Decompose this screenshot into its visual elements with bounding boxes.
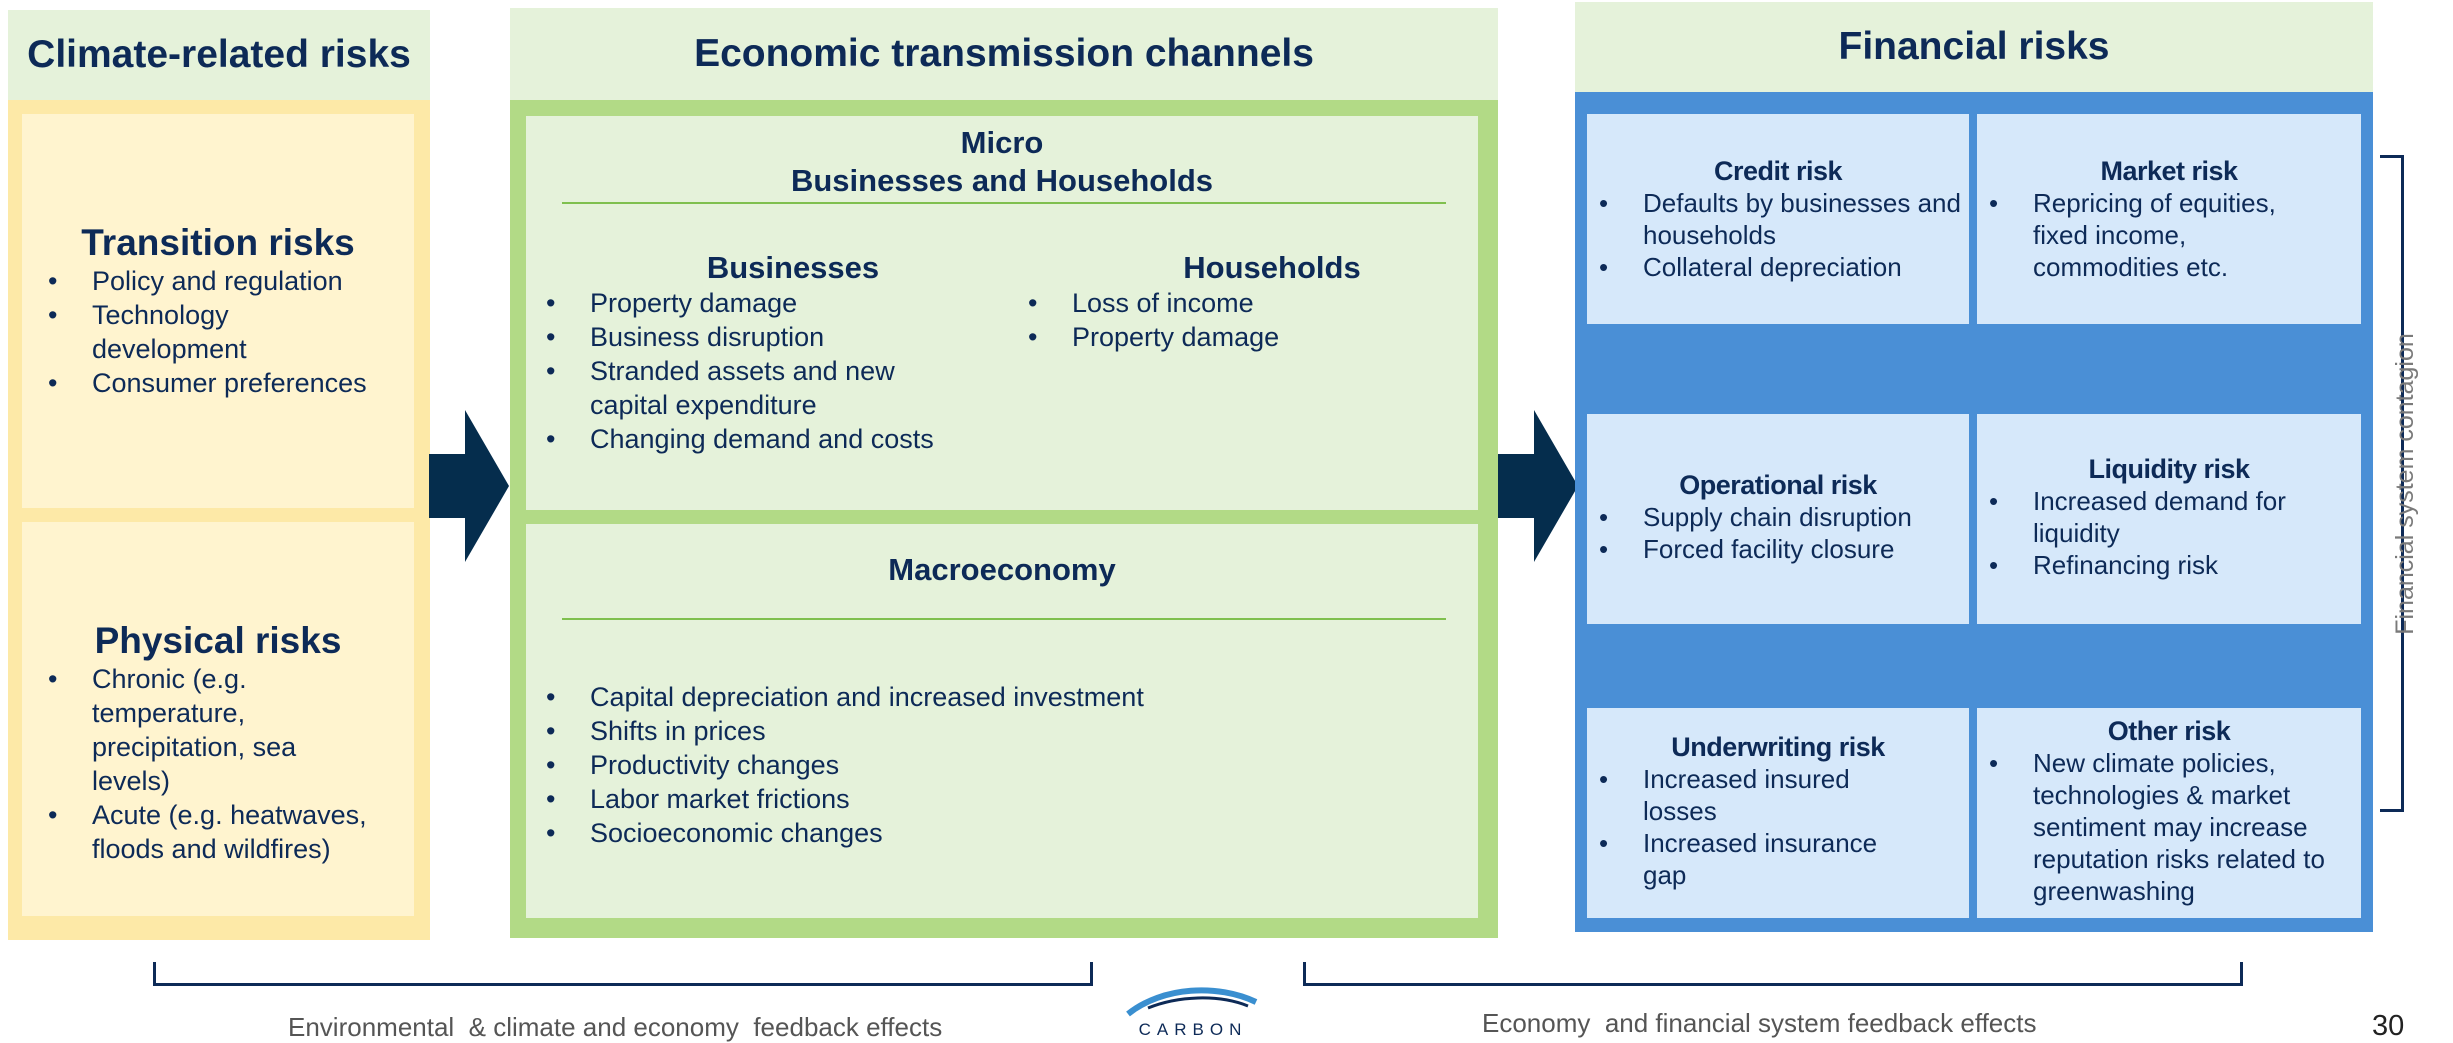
financial-risks-header: Financial risks xyxy=(1575,2,2373,92)
transition-risks-title: Transition risks xyxy=(81,222,355,263)
underwriting-risk-title: Underwriting risk xyxy=(1671,732,1885,762)
households-title: Households xyxy=(1183,250,1361,285)
list-item: Defaults by businesses and households xyxy=(1593,187,1963,251)
right-feedback-bracket xyxy=(1303,962,2243,986)
contagion-label: Financial system contagion xyxy=(2391,333,2419,635)
left-feedback-label: Environmental & climate and economy feed… xyxy=(288,1012,943,1042)
operational-risk-cell: Operational risk Supply chain disruption… xyxy=(1587,414,1969,624)
macroeconomy-box: Macroeconomy Capital depreciation and in… xyxy=(526,524,1478,918)
list-item: Increased insurance gap xyxy=(1593,827,1913,891)
macroeconomy-divider xyxy=(562,618,1446,620)
other-risk-title: Other risk xyxy=(2107,716,2231,746)
page-number: 30 xyxy=(2372,1010,2405,1042)
list-item: Changing demand and costs xyxy=(540,422,980,456)
transition-risks-list: Policy and regulation Technology develop… xyxy=(42,264,402,400)
list-item: Supply chain disruption xyxy=(1593,501,1963,533)
list-item: Increased insured losses xyxy=(1593,763,1903,827)
businesses-group: Businesses Property damage Business disr… xyxy=(540,250,1010,456)
micro-title-line1: Micro xyxy=(960,125,1044,160)
list-item: Socioeconomic changes xyxy=(540,816,1440,850)
micro-title-line2: Businesses and Households xyxy=(790,163,1214,198)
list-item: Technology development xyxy=(42,298,262,366)
households-list: Loss of income Property damage xyxy=(1022,286,1442,354)
households-group: Households Loss of income Property damag… xyxy=(1022,250,1442,354)
other-risk-cell: Other risk New climate policies, technol… xyxy=(1977,708,2361,918)
macroeconomy-list: Capital depreciation and increased inves… xyxy=(540,680,1440,850)
list-item: Forced facility closure xyxy=(1593,533,1963,565)
liquidity-risk-title: Liquidity risk xyxy=(2088,454,2250,484)
micro-title: Micro Businesses and Households xyxy=(526,124,1478,200)
list-item: Consumer preferences xyxy=(42,366,402,400)
logo-wave-icon xyxy=(1126,987,1258,1017)
credit-risk-cell: Credit risk Defaults by businesses and h… xyxy=(1587,114,1969,324)
list-item: Business disruption xyxy=(540,320,980,354)
list-item: Collateral depreciation xyxy=(1593,251,1963,283)
list-item: Productivity changes xyxy=(540,748,1440,782)
credit-risk-list: Defaults by businesses and households Co… xyxy=(1593,187,1963,283)
underwriting-risk-cell: Underwriting risk Increased insured loss… xyxy=(1587,708,1969,918)
list-item: Shifts in prices xyxy=(540,714,1440,748)
operational-risk-title: Operational risk xyxy=(1679,470,1877,500)
left-feedback-bracket xyxy=(153,962,1093,986)
businesses-list: Property damage Business disruption Stra… xyxy=(540,286,980,456)
list-item: Refinancing risk xyxy=(1983,549,2353,581)
transition-risks-box: Transition risks Policy and regulation T… xyxy=(22,114,414,508)
list-item: Property damage xyxy=(1022,320,1442,354)
list-item: Capital depreciation and increased inves… xyxy=(540,680,1440,714)
transmission-header: Economic transmission channels xyxy=(510,8,1498,100)
list-item: Repricing of equities, fixed income, com… xyxy=(1983,187,2283,283)
logo-text: CARBON xyxy=(1138,1020,1248,1039)
list-item: Acute (e.g. heatwaves, floods and wildfi… xyxy=(42,798,392,866)
operational-risk-list: Supply chain disruption Forced facility … xyxy=(1593,501,1963,565)
businesses-title: Businesses xyxy=(706,250,880,285)
arrow-right-icon xyxy=(1498,410,1578,562)
micro-box: Micro Businesses and Households Business… xyxy=(526,116,1478,510)
climate-risks-header-text: Climate-related risks xyxy=(27,33,411,76)
transmission-header-text: Economic transmission channels xyxy=(694,32,1314,75)
list-item: Stranded assets and new capital expendit… xyxy=(540,354,930,422)
other-risk-list: New climate policies, technologies & mar… xyxy=(1983,747,2353,907)
credit-risk-title: Credit risk xyxy=(1713,156,1843,186)
financial-risks-header-text: Financial risks xyxy=(1838,25,2110,68)
liquidity-risk-list: Increased demand for liquidity Refinanci… xyxy=(1983,485,2353,581)
list-item: New climate policies, technologies & mar… xyxy=(1983,747,2353,907)
micro-divider xyxy=(562,202,1446,204)
list-item: Policy and regulation xyxy=(42,264,402,298)
market-risk-list: Repricing of equities, fixed income, com… xyxy=(1983,187,2283,283)
physical-risks-list: Chronic (e.g. temperature, precipitation… xyxy=(42,662,382,866)
carbon-logo: CARBON xyxy=(1118,980,1268,1042)
right-feedback-label: Economy and financial system feedback ef… xyxy=(1482,1008,2037,1038)
list-item: Labor market frictions xyxy=(540,782,1440,816)
contagion-bracket xyxy=(2380,155,2404,812)
physical-risks-title: Physical risks xyxy=(94,620,342,661)
physical-risks-box: Physical risks Chronic (e.g. temperature… xyxy=(22,522,414,916)
list-item: Property damage xyxy=(540,286,980,320)
arrow-right-icon xyxy=(429,410,509,562)
list-item: Loss of income xyxy=(1022,286,1442,320)
list-item: Increased demand for liquidity xyxy=(1983,485,2333,549)
market-risk-title: Market risk xyxy=(2100,156,2238,186)
underwriting-risk-list: Increased insured losses Increased insur… xyxy=(1593,763,1893,891)
list-item: Chronic (e.g. temperature, precipitation… xyxy=(42,662,302,798)
market-risk-cell: Market risk Repricing of equities, fixed… xyxy=(1977,114,2361,324)
liquidity-risk-cell: Liquidity risk Increased demand for liqu… xyxy=(1977,414,2361,624)
climate-risks-header: Climate-related risks xyxy=(8,10,430,100)
macroeconomy-title: Macroeconomy xyxy=(888,552,1116,587)
